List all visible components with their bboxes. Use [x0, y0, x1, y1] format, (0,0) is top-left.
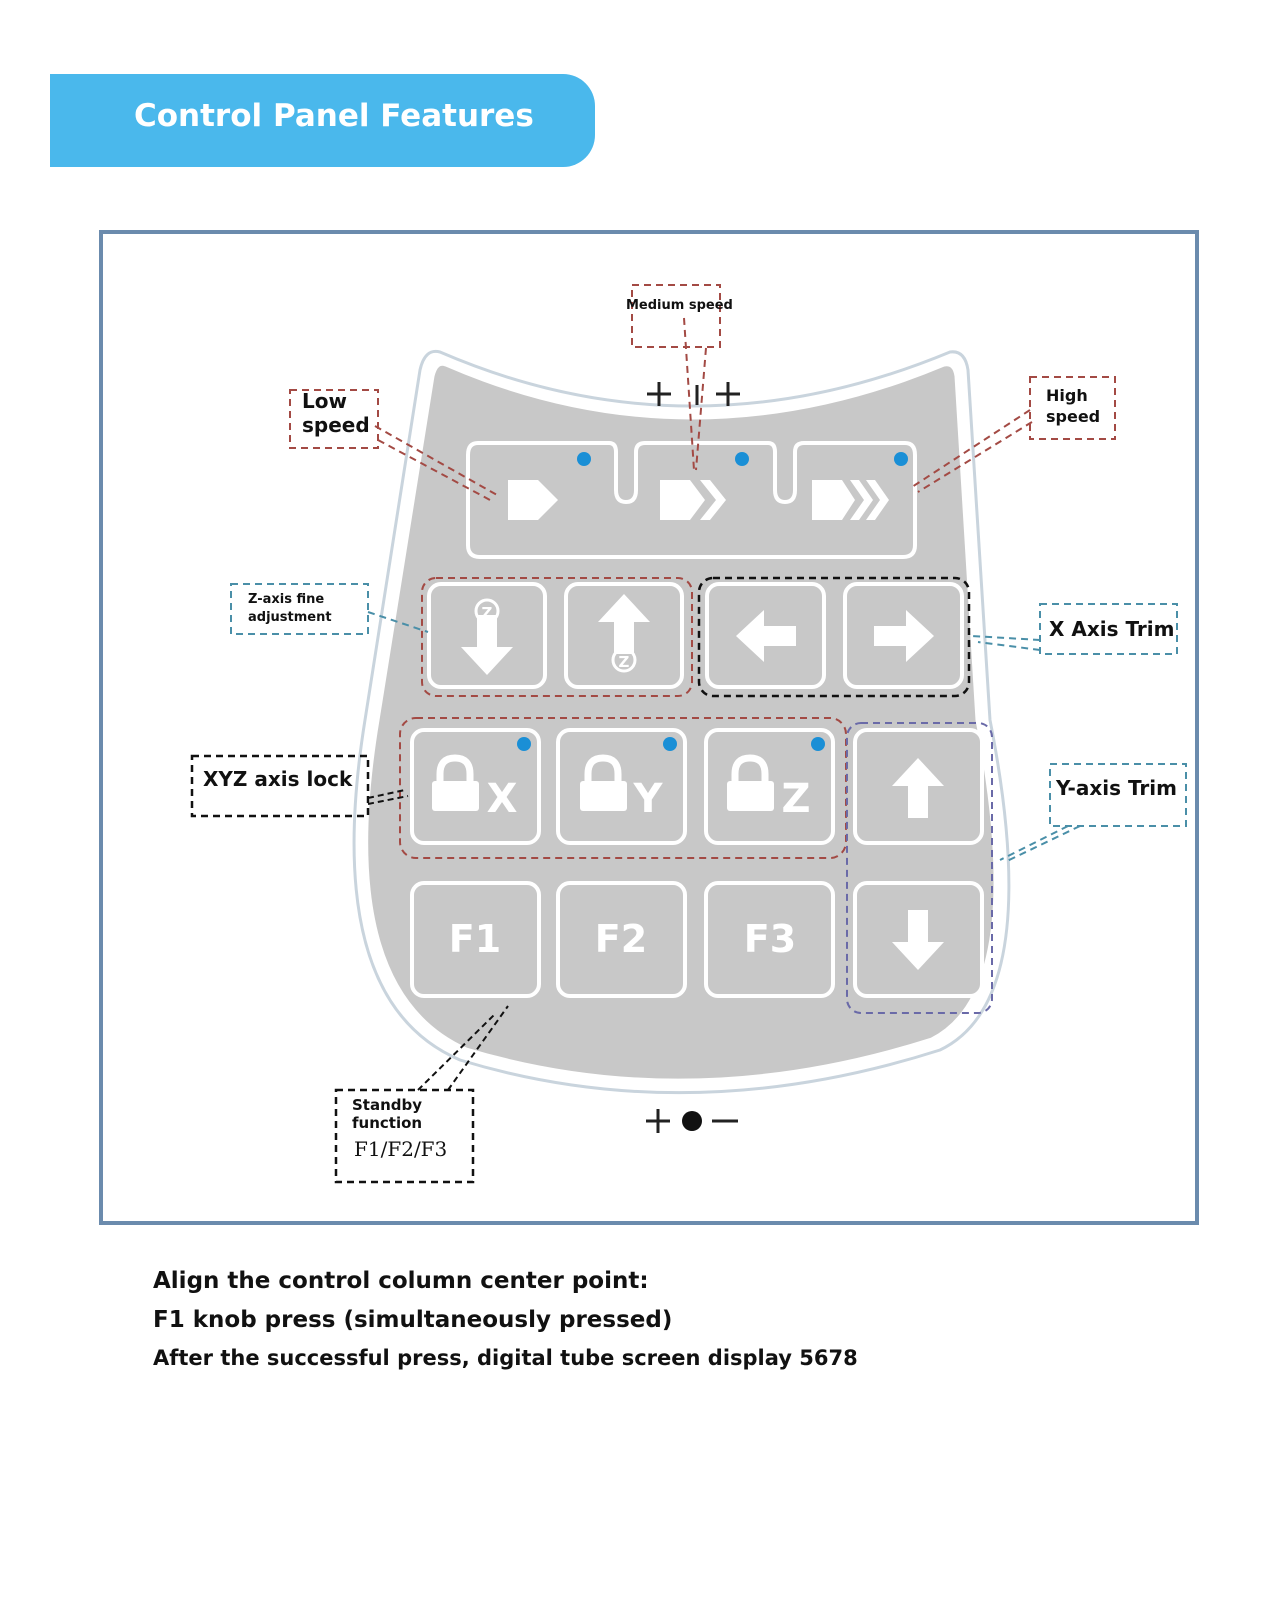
f3-label: F3 [744, 917, 796, 961]
lock-y-label: Y [633, 776, 664, 822]
medium-speed-label: Medium speed [626, 298, 733, 313]
z-axis-fine-label-2: adjustment [248, 610, 332, 625]
medium-speed-callout [631, 284, 721, 348]
xyz-axis-lock-label: XYZ axis lock [203, 767, 353, 791]
z-axis-fine-callout [230, 583, 369, 635]
x-axis-trim-label: X Axis Trim [1049, 617, 1175, 641]
f1-button[interactable] [410, 881, 541, 998]
x-axis-trim-callout [1039, 603, 1178, 655]
medium-speed-led [735, 452, 749, 466]
f1-label: F1 [449, 917, 501, 961]
z-axis-group-highlight [421, 577, 693, 697]
lock-x-led [517, 737, 531, 751]
high-speed-label-1: High [1046, 386, 1088, 405]
x-axis-group-highlight [697, 576, 971, 698]
title-banner: Control Panel Features [50, 74, 595, 167]
lock-x-label: X [487, 776, 518, 822]
lock-z-label: Z [781, 776, 810, 822]
lock-z-led [811, 737, 825, 751]
high-speed-callout [1029, 376, 1116, 440]
lock-x-icon [432, 754, 479, 811]
z-glyph-up: Z [619, 653, 630, 671]
z-axis-fine-label-1: Z-axis fine [248, 592, 324, 607]
standby-label-3: F1/F2/F3 [354, 1137, 447, 1161]
standby-callout [334, 1088, 475, 1184]
f2-label: F2 [595, 917, 647, 961]
bottom-calibration-marks [646, 1109, 738, 1133]
z-glyph-down: Z [482, 604, 493, 622]
xyz-axis-lock-callout [190, 754, 370, 818]
page-title: Control Panel Features [134, 98, 534, 134]
high-speed-led [894, 452, 908, 466]
y-axis-group-highlight [846, 722, 993, 1014]
medium-speed-icon[interactable] [660, 480, 726, 520]
high-speed-label-2: speed [1046, 407, 1100, 426]
f2-button[interactable] [556, 881, 687, 998]
note-line-1: Align the control column center point: [153, 1268, 649, 1294]
f3-button[interactable] [704, 881, 835, 998]
low-speed-label-2: speed [302, 413, 370, 437]
y-axis-trim-callout [1049, 763, 1187, 827]
lock-y-led [663, 737, 677, 751]
z-marker-up [611, 647, 637, 673]
instruction-notes: Align the control column center point: F… [153, 1268, 858, 1370]
note-line-3: After the successful press, digital tube… [153, 1346, 858, 1370]
top-calibration-marks [647, 382, 740, 406]
y-axis-trim-label: Y-axis Trim [1055, 776, 1177, 800]
lock-z-icon [727, 754, 774, 811]
lock-y-icon [580, 754, 627, 811]
diagram-frame [99, 230, 1199, 1225]
note-line-2: F1 knob press (simultaneously pressed) [153, 1307, 673, 1333]
low-speed-label-1: Low [302, 389, 347, 413]
low-speed-led [577, 452, 591, 466]
z-marker-down [474, 598, 500, 624]
standby-label-1: Standby [352, 1096, 422, 1114]
high-speed-icon[interactable] [812, 480, 889, 520]
standby-label-2: function [352, 1114, 422, 1132]
low-speed-icon[interactable] [508, 480, 558, 520]
